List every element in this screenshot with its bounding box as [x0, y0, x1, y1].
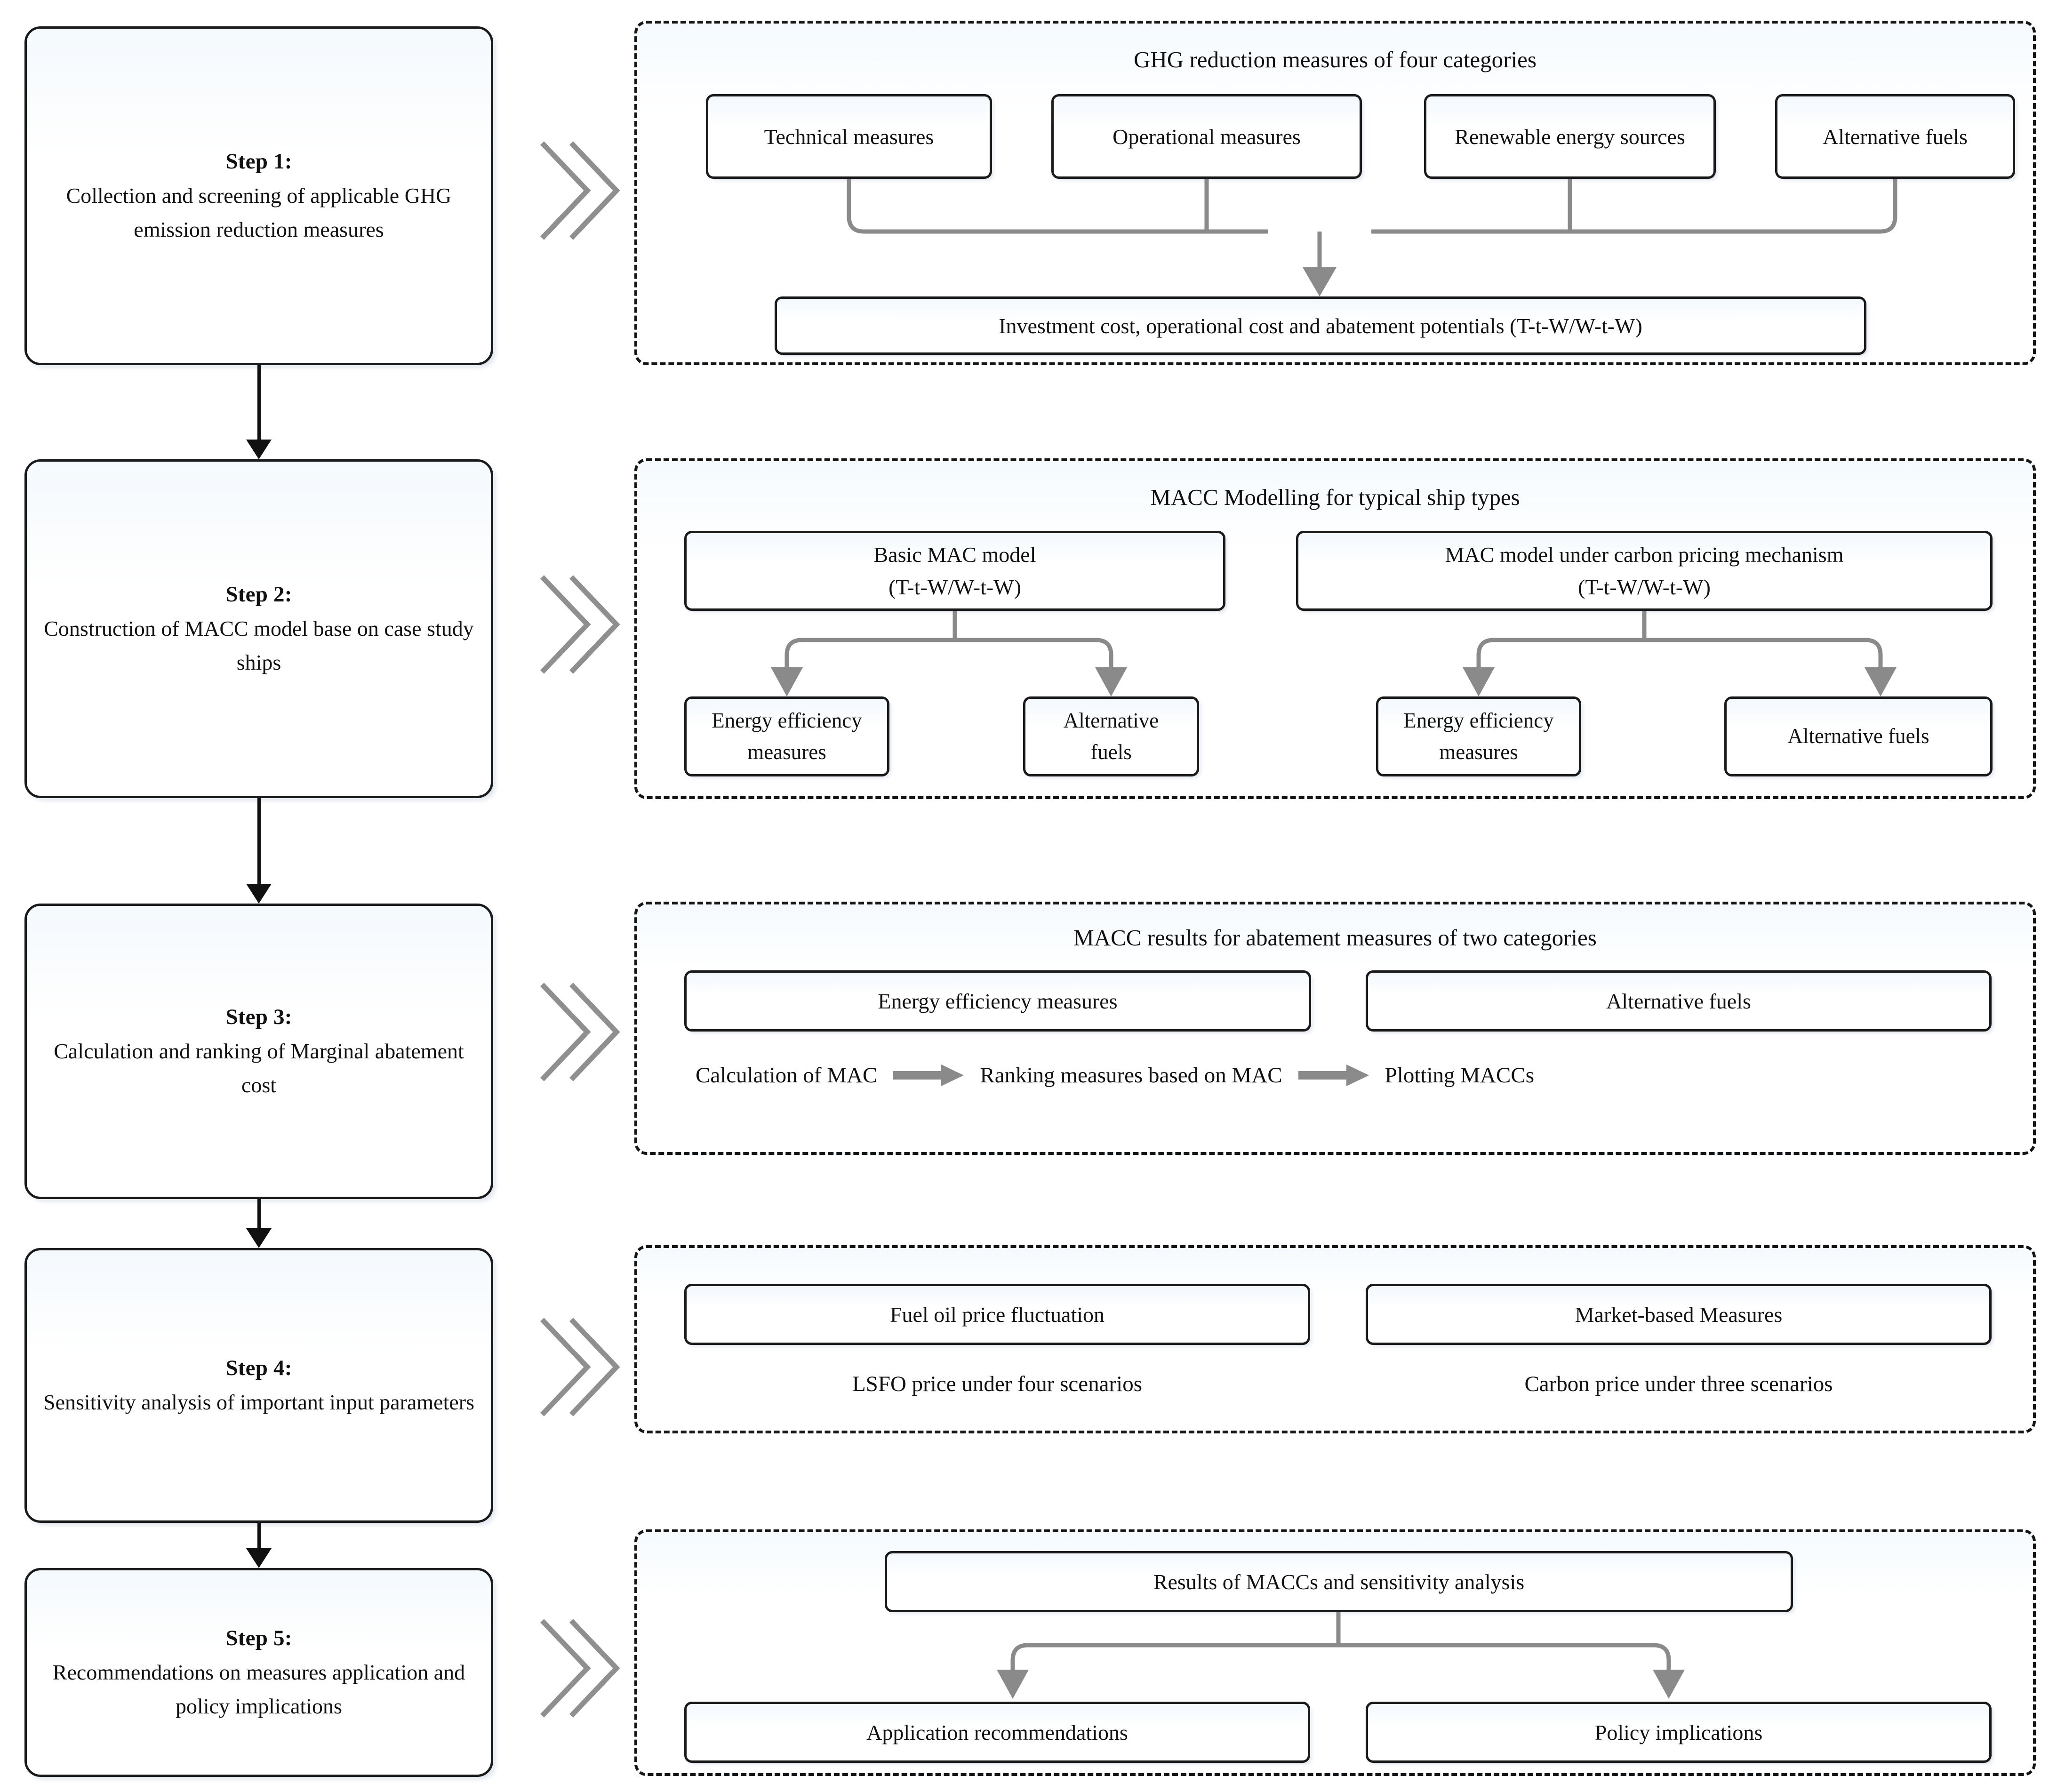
- panel-1-category-box-2[interactable]: Operational measures: [1051, 94, 1362, 179]
- arrow-down-icon: [246, 1228, 272, 1248]
- panel-4-box-1-label: Fuel oil price fluctuation: [889, 1302, 1105, 1327]
- panel-3-box-2-label: Alternative fuels: [1606, 989, 1751, 1013]
- panel-5-box-2[interactable]: Policy implications: [1366, 1702, 1992, 1763]
- panel-2-model-right-line-1: MAC model under carbon pricing mechanism: [1445, 543, 1844, 567]
- step-box-4[interactable]: Step 4: Sensitivity analysis of importan…: [24, 1248, 493, 1523]
- panel-3-flow-step-3: Plotting MACCs: [1385, 1063, 1534, 1088]
- panel-3-box-1[interactable]: Energy efficiency measures: [684, 970, 1311, 1032]
- panel-1-category-box-3[interactable]: Renewable energy sources: [1424, 94, 1716, 179]
- panel-2-model-left-line-1: Basic MAC model: [873, 543, 1036, 567]
- panel-5-box-1[interactable]: Application recommendations: [684, 1702, 1310, 1763]
- panel-2-model-left-line-2: (T-t-W/W-t-W): [888, 575, 1021, 599]
- step-3-description: Calculation and ranking of Marginal abat…: [54, 1039, 464, 1097]
- panel-2-child-3-line-2: measures: [1439, 740, 1518, 764]
- panel-4-box-1[interactable]: Fuel oil price fluctuation: [684, 1284, 1310, 1345]
- step-5-title: Step 5:: [225, 1625, 292, 1650]
- step-2-title: Step 2:: [225, 582, 292, 607]
- panel-2-child-box-4[interactable]: Alternative fuels: [1724, 696, 1993, 776]
- panel-step-3: MACC results for abatement measures of t…: [634, 902, 2036, 1155]
- panel-3-title: MACC results for abatement measures of t…: [1073, 925, 1597, 951]
- panel-3-flow-step-2: Ranking measures based on MAC: [980, 1063, 1282, 1088]
- panel-step-4: Fuel oil price fluctuation Market-based …: [634, 1245, 2036, 1433]
- panel-3-box-1-label: Energy efficiency measures: [878, 989, 1118, 1013]
- arrow-right-icon-2: [1298, 1064, 1369, 1086]
- chevron-double-right-icon-1: [536, 136, 620, 245]
- step-box-2[interactable]: Step 2: Construction of MACC model base …: [24, 459, 493, 798]
- panel-2-child-3-line-1: Energy efficiency: [1403, 708, 1554, 732]
- panel-4-box-2-label: Market-based Measures: [1575, 1302, 1783, 1327]
- panel-1-output-label: Investment cost, operational cost and ab…: [999, 313, 1642, 338]
- panel-4-box-2[interactable]: Market-based Measures: [1366, 1284, 1992, 1345]
- panel-3-box-2[interactable]: Alternative fuels: [1366, 970, 1992, 1032]
- panel-2-child-box-3[interactable]: Energy efficiency measures: [1376, 696, 1581, 776]
- step-3-to-4-arrow: [24, 1199, 493, 1248]
- panel-3-flow-step-1: Calculation of MAC: [696, 1063, 878, 1088]
- step-4-title: Step 4:: [225, 1356, 292, 1381]
- panel-3-flow-row: Calculation of MAC Ranking measures base…: [696, 1063, 1534, 1088]
- panel-1-category-label-4: Alternative fuels: [1823, 124, 1968, 149]
- panel-1-category-label-1: Technical measures: [764, 124, 934, 149]
- panel-step-2: MACC Modelling for typical ship types Ba…: [634, 458, 2036, 799]
- panel-2-child-2-line-1: Alternative: [1063, 708, 1159, 732]
- panel-2-model-box-right[interactable]: MAC model under carbon pricing mechanism…: [1296, 531, 1993, 611]
- panel-2-child-1-line-1: Energy efficiency: [712, 708, 862, 732]
- panel-1-category-label-2: Operational measures: [1113, 124, 1301, 149]
- panel-5-box-1-label: Application recommendations: [866, 1720, 1128, 1744]
- panel-5-box-2-label: Policy implications: [1594, 1720, 1763, 1744]
- panel-2-child-box-2[interactable]: Alternative fuels: [1023, 696, 1199, 776]
- chevron-double-right-icon-4: [536, 1313, 620, 1421]
- chevron-double-right-icon-2: [536, 570, 620, 679]
- panel-1-output-box[interactable]: Investment cost, operational cost and ab…: [775, 296, 1866, 355]
- panel-1-category-box-4[interactable]: Alternative fuels: [1775, 94, 2015, 179]
- panel-5-split-connector: [637, 1612, 2039, 1702]
- step-1-to-2-arrow: [24, 365, 493, 459]
- panel-2-split-connector-left: [637, 611, 2039, 700]
- panel-2-title: MACC Modelling for typical ship types: [1150, 484, 1520, 510]
- panel-2-child-4-label: Alternative fuels: [1787, 724, 1929, 748]
- arrow-down-icon: [246, 884, 272, 904]
- panel-1-category-label-3: Renewable energy sources: [1455, 124, 1685, 149]
- chevron-double-right-icon-3: [536, 978, 620, 1086]
- step-box-1[interactable]: Step 1: Collection and screening of appl…: [24, 26, 493, 365]
- panel-5-top-box-label: Results of MACCs and sensitivity analysi…: [1153, 1569, 1525, 1594]
- step-3-title: Step 3:: [225, 1004, 292, 1029]
- panel-2-child-1-line-2: measures: [747, 740, 826, 764]
- step-5-description: Recommendations on measures application …: [52, 1660, 465, 1719]
- chevron-double-right-icon-5: [536, 1614, 620, 1722]
- arrow-down-icon: [246, 1548, 272, 1568]
- panel-1-category-box-1[interactable]: Technical measures: [706, 94, 992, 179]
- panel-5-top-box[interactable]: Results of MACCs and sensitivity analysi…: [885, 1551, 1793, 1612]
- panel-2-model-box-left[interactable]: Basic MAC model (T-t-W/W-t-W): [684, 531, 1225, 611]
- panel-2-child-box-1[interactable]: Energy efficiency measures: [684, 696, 889, 776]
- step-4-description: Sensitivity analysis of important input …: [43, 1390, 474, 1415]
- step-box-3[interactable]: Step 3: Calculation and ranking of Margi…: [24, 904, 493, 1199]
- panel-2-model-right-line-2: (T-t-W/W-t-W): [1578, 575, 1711, 599]
- step-2-description: Construction of MACC model base on case …: [44, 616, 474, 675]
- panel-1-merge-connector: [637, 179, 2039, 301]
- panel-4-caption-1: LSFO price under four scenarios: [852, 1372, 1143, 1396]
- step-1-title: Step 1:: [225, 149, 292, 174]
- step-4-to-5-arrow: [24, 1523, 493, 1568]
- panel-step-1: GHG reduction measures of four categorie…: [634, 21, 2036, 365]
- arrow-down-icon: [246, 440, 272, 459]
- step-1-description: Collection and screening of applicable G…: [66, 183, 452, 242]
- panel-step-5: Results of MACCs and sensitivity analysi…: [634, 1529, 2036, 1776]
- panel-4-caption-2: Carbon price under three scenarios: [1524, 1372, 1833, 1396]
- panel-1-title: GHG reduction measures of four categorie…: [1134, 47, 1537, 72]
- step-box-5[interactable]: Step 5: Recommendations on measures appl…: [24, 1568, 493, 1777]
- step-2-to-3-arrow: [24, 798, 493, 904]
- arrow-right-icon-1: [893, 1064, 964, 1086]
- panel-2-child-2-line-2: fuels: [1090, 740, 1132, 764]
